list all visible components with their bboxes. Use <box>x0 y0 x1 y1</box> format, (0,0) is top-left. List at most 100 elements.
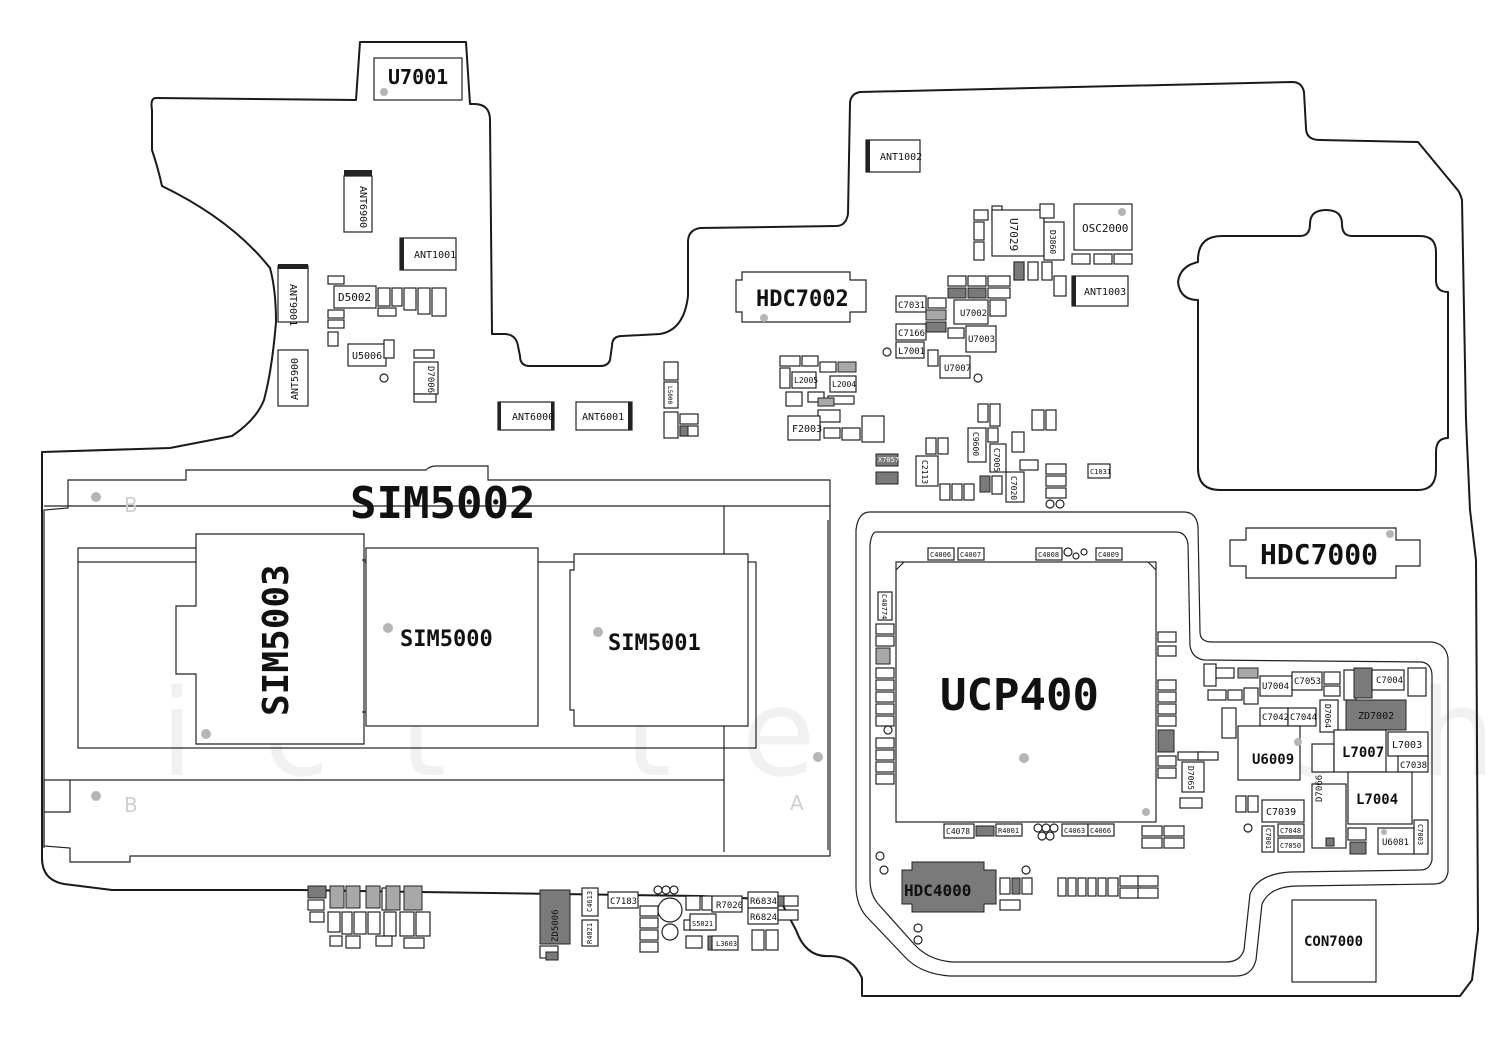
c4613-label: C4613 <box>586 891 594 912</box>
sim5003-holder <box>175 533 365 745</box>
c7020-label: C7020 <box>1009 476 1018 500</box>
sim5003-label: SIM5003 <box>256 564 297 716</box>
s5021-chip <box>689 913 717 931</box>
hdc7000-connector <box>1229 527 1421 579</box>
c7166-label: C7166 <box>898 329 925 339</box>
con7000-connector <box>1291 899 1377 983</box>
ant1003-pad <box>1071 275 1129 307</box>
c9600-label: C9600 <box>971 432 980 456</box>
hdc7000-label: HDC7000 <box>1260 538 1378 571</box>
c4066-chip <box>1087 823 1115 837</box>
c7003-chip <box>1413 819 1429 855</box>
c40774-chip <box>877 591 893 621</box>
c4066-label: C4066 <box>1090 827 1111 835</box>
x7057-label: X7057 <box>878 456 899 464</box>
c7183-chip <box>607 891 639 909</box>
ant6001-label: ANT6001 <box>582 412 624 423</box>
c4613-chip <box>581 887 599 917</box>
u7007-chip <box>939 355 971 379</box>
hdc4000-label: HDC4000 <box>904 881 971 900</box>
zd5006-chip <box>539 889 571 945</box>
processor-region-inner <box>869 531 1433 963</box>
c7004-chip <box>1371 669 1405 691</box>
l5000-chip <box>663 381 679 409</box>
c7001-label: C7001 <box>1264 828 1272 849</box>
hdc4000-connector <box>901 861 997 913</box>
c7005-label: C7005 <box>992 448 1001 472</box>
d5002-chip <box>333 285 377 309</box>
c7183-label: C7183 <box>610 897 637 907</box>
c7038-chip <box>1397 755 1429 773</box>
r4021-chip <box>581 919 599 947</box>
ant6000-pad <box>497 401 555 431</box>
d7065-label: D7065 <box>1186 766 1195 790</box>
c4007-chip <box>957 547 985 561</box>
d3860-chip <box>1043 221 1065 261</box>
c4008-chip <box>1035 547 1063 561</box>
sim5000-holder <box>365 547 539 727</box>
ant6900-pad <box>343 175 373 233</box>
l5000-label: L5000 <box>666 386 673 404</box>
ucp400-chip <box>895 561 1157 823</box>
c4008-label: C4008 <box>1038 551 1059 559</box>
ant1002-label: ANT1002 <box>880 152 922 163</box>
l7003-label: L7003 <box>1392 740 1422 751</box>
r6824-label: R6824 <box>750 913 777 923</box>
s5021-label: S5021 <box>692 920 713 928</box>
u7002-label: U7002 <box>960 309 987 319</box>
c7050-chip <box>1277 837 1305 853</box>
r4001-label: R4001 <box>998 827 1019 835</box>
ant5900-pad <box>277 349 309 407</box>
d7066-label: D7066 <box>1315 775 1325 802</box>
ant1003-label: ANT1003 <box>1084 287 1126 298</box>
u6081-label: U6081 <box>1382 838 1409 848</box>
hdc7002-label: HDC7002 <box>756 287 849 312</box>
c7038-label: C7038 <box>1400 761 1427 771</box>
ant6900-label: ANT6900 <box>357 186 368 228</box>
c7044-label: C7044 <box>1290 713 1317 723</box>
board-outline <box>41 41 1479 997</box>
u7002-chip <box>953 299 989 325</box>
l7001-chip <box>895 341 925 359</box>
osc2000-label: OSC2000 <box>1082 222 1128 235</box>
c4006-chip <box>927 547 955 561</box>
c7039-label: C7039 <box>1266 807 1296 818</box>
ant6000-label: ANT6000 <box>512 412 554 423</box>
c2113-chip <box>915 455 939 487</box>
l3603-chip <box>711 935 739 951</box>
sim5001-holder <box>569 553 749 727</box>
c7044-chip <box>1287 707 1317 727</box>
u7007-label: U7007 <box>944 364 971 374</box>
processor-region-outline <box>855 511 1449 977</box>
slot-b-bottom-label: B <box>124 793 138 817</box>
c7003-label: C7003 <box>1416 824 1424 845</box>
c1031-label: C1031 <box>1090 468 1111 476</box>
ant6001-pad <box>575 401 633 431</box>
l7003-chip <box>1387 731 1429 757</box>
c7031-label: C7031 <box>898 301 925 311</box>
ant1001-pad <box>399 237 457 271</box>
c7004-label: C7004 <box>1376 676 1403 686</box>
c7053-label: C7053 <box>1294 677 1321 687</box>
bottom-left-cluster <box>307 885 431 949</box>
ucp400-label: UCP400 <box>940 670 1099 721</box>
c7166-chip <box>895 323 927 341</box>
d7064-chip <box>1319 699 1339 733</box>
zd7002-label: ZD7002 <box>1358 711 1394 722</box>
u7003-chip <box>965 325 997 353</box>
l2004-label: L2004 <box>832 380 856 389</box>
c7031-chip <box>895 295 927 313</box>
r7020-chip <box>711 895 743 913</box>
u6009-label: U6009 <box>1252 752 1294 768</box>
d5002-label: D5002 <box>338 291 371 304</box>
l7004-chip <box>1347 771 1413 825</box>
c7042-label: C7042 <box>1262 713 1289 723</box>
c1031-chip <box>1087 463 1111 479</box>
c4078-label: C4078 <box>946 827 970 836</box>
u6009-chip <box>1237 725 1301 781</box>
d7006-label: D7006 <box>425 366 435 393</box>
c4006-label: C4006 <box>930 551 951 559</box>
c4009-chip <box>1095 547 1123 561</box>
r4021-label: R4021 <box>586 923 594 944</box>
